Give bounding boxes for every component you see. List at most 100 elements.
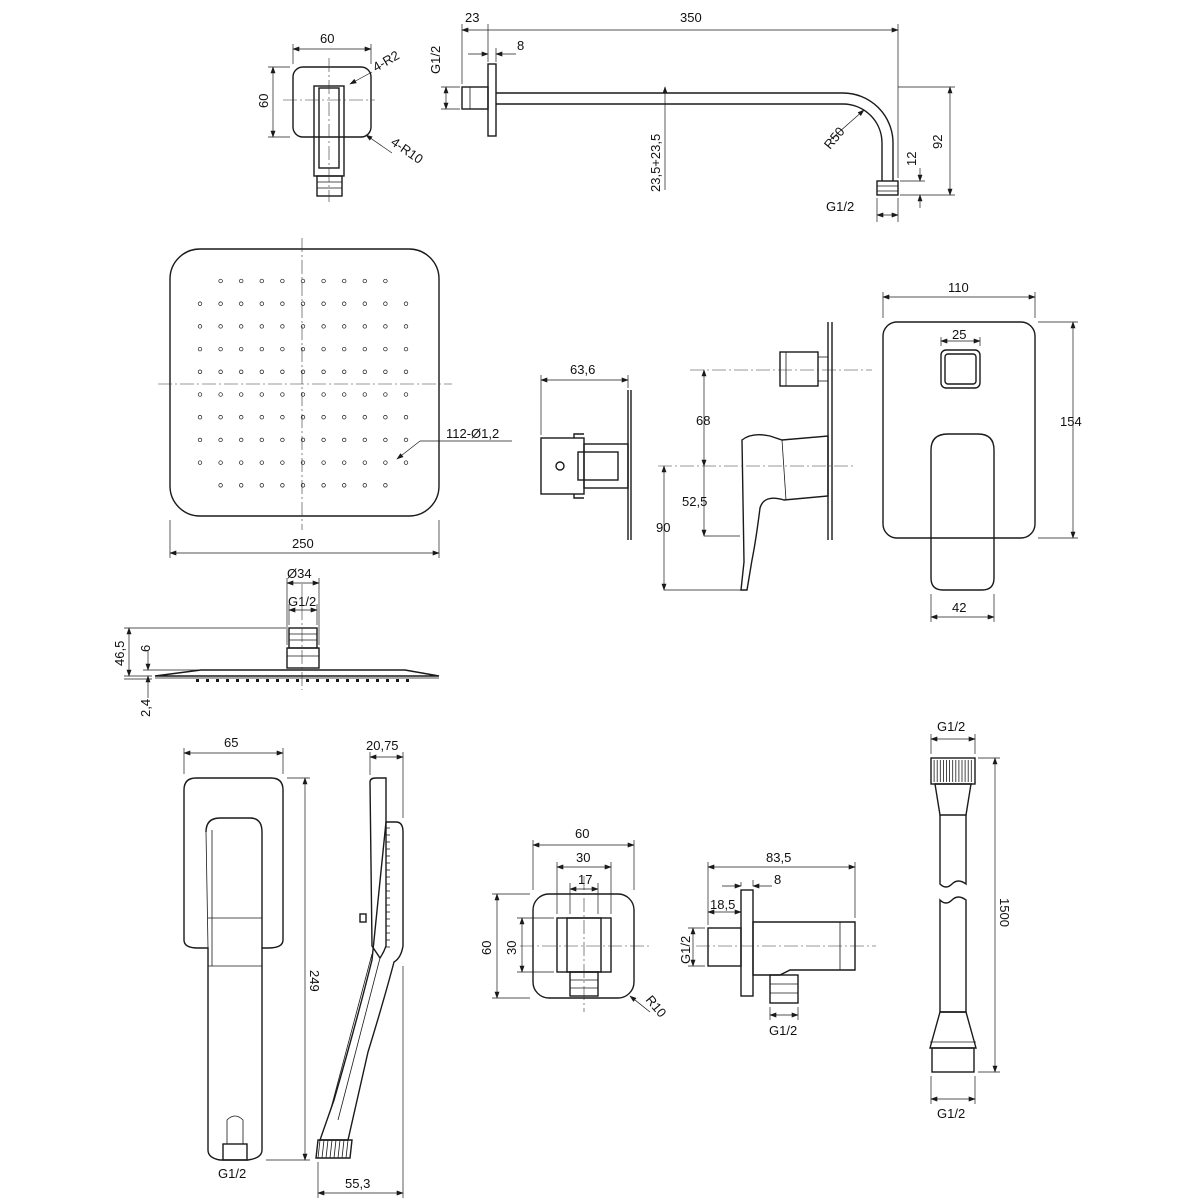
side-nozzle [246,679,249,682]
nozzle [300,301,306,306]
arm-length-label: 350 [680,10,702,25]
nozzle [383,346,388,352]
side-nozzle [266,679,269,682]
head-total-height-label: 46,5 [112,641,127,666]
thread-line [329,1139,333,1159]
nozzle [280,392,285,397]
hand-shower-front-view [183,748,310,1161]
nozzle [403,301,409,306]
head-width-label: 250 [292,536,314,551]
hose-length-label: 1500 [997,898,1012,927]
mixer-upper-label: 68 [696,413,710,428]
nozzle [239,483,244,488]
outlet-offset-label: 18,5 [710,897,735,912]
nozzle [300,415,306,420]
hand-thread-label: G1/2 [218,1166,246,1181]
side-nozzle [376,679,379,682]
head-nozzles-label: 112-Ø1,2 [446,426,499,441]
rain-head-top-view [158,238,512,558]
nozzle [197,415,203,420]
hand-side-width-label: 55,3 [345,1176,370,1191]
nozzle [280,460,285,465]
nozzle [239,369,244,374]
nozzle [321,301,326,306]
wall-flange-width-label: 60 [320,31,334,46]
hand-thickness-label: 20,75 [366,738,399,753]
mixer-front-view [882,292,1078,622]
hand-shower-thread [317,1139,349,1159]
outlet-inner-height-label: 30 [504,941,519,955]
wall-flange-front-view [268,44,393,202]
nozzle [300,437,306,443]
nozzle [403,324,409,329]
side-nozzle [366,679,369,682]
nozzle [342,415,347,420]
mixer-plate-width-label: 110 [948,280,969,295]
thread-line [341,1139,345,1159]
nozzle [383,278,388,284]
side-nozzle [206,679,209,682]
nozzle [197,324,203,329]
hose-thread-bottom-label: G1/2 [937,1106,965,1121]
nozzle [280,415,285,420]
nozzle [321,278,326,284]
nozzle [218,460,223,465]
nozzle [383,301,388,306]
nozzle [383,369,388,374]
outlet-thread-out-label: G1/2 [769,1023,797,1038]
shower-hose [929,734,1000,1104]
thread-line [321,1139,325,1159]
side-nozzle [196,679,199,682]
nozzle [383,460,388,465]
head-nut-diameter-label: Ø34 [287,566,312,581]
mixer-button-label: 25 [952,327,966,342]
nozzle [259,460,264,465]
nozzle [383,324,388,329]
nozzle [197,437,203,443]
nozzle [342,437,347,443]
outlet-plate-label: 8 [774,872,781,887]
hose-thread-top-label: G1/2 [937,719,965,734]
rain-head-nozzle-grid [197,278,409,488]
nozzle [239,324,244,329]
nozzle [300,324,306,329]
nozzle [321,460,326,465]
nozzle [197,346,203,352]
nozzle [342,483,347,488]
outlet-radius-label: R10 [643,992,670,1020]
wall-flange-height-label: 60 [256,94,271,108]
head-body-height-label: 6 [138,645,153,652]
nozzle [239,460,244,465]
nozzle [342,301,347,306]
side-nozzle [336,679,339,682]
nozzle [383,392,388,397]
nozzle [280,301,285,306]
mixer-depth-label: 63,6 [570,362,595,377]
shower-arm-side-view [441,24,955,222]
nozzle [362,415,367,420]
nozzle [239,278,244,284]
nozzle [321,324,326,329]
nozzle [197,460,203,465]
arm-plate-label: 8 [517,38,524,53]
nozzle [218,369,223,374]
rain-head-side-nozzles [196,679,409,682]
side-nozzle [276,679,279,682]
nozzle [403,415,409,420]
nozzle [280,369,285,374]
nozzle [239,415,244,420]
nozzle [403,346,409,352]
nozzle [259,278,264,284]
head-thread-label: G1/2 [288,594,316,609]
nozzle [197,369,203,374]
side-nozzle [356,679,359,682]
nozzle [239,437,244,443]
nozzle [259,369,264,374]
outlet-inner-label: 30 [576,850,590,865]
wall-flange-corner-large-label: 4-R10 [388,134,426,167]
nozzle [259,483,264,488]
mixer-lower-label: 52,5 [682,494,707,509]
nozzle [218,301,223,306]
nozzle [300,483,306,488]
